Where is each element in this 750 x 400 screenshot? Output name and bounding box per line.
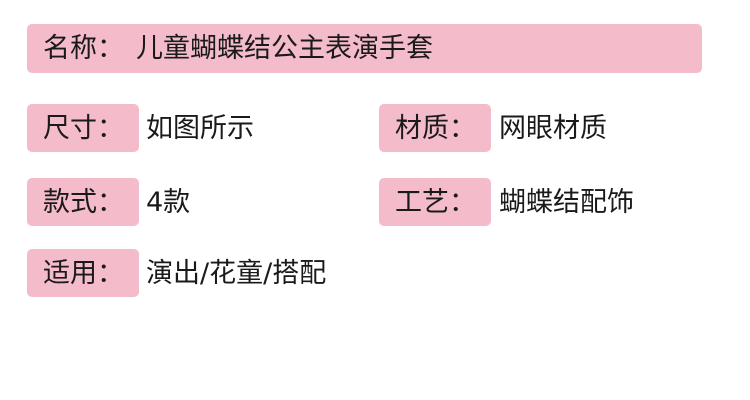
style-tag: 款式： bbox=[27, 178, 139, 226]
craft-label: 工艺： bbox=[395, 186, 476, 218]
craft-tag: 工艺： bbox=[379, 178, 491, 226]
material-label: 材质： bbox=[395, 112, 476, 144]
style-value: 4款 bbox=[146, 186, 191, 218]
usage-tag: 适用： bbox=[27, 249, 139, 297]
size-label: 尺寸： bbox=[43, 112, 124, 144]
size-value: 如图所示 bbox=[146, 112, 254, 144]
material-tag: 材质： bbox=[379, 104, 491, 152]
material-value: 网眼材质 bbox=[499, 112, 607, 144]
product-name-value: 儿童蝴蝶结公主表演手套 bbox=[136, 33, 433, 64]
craft-value: 蝴蝶结配饰 bbox=[499, 186, 634, 218]
style-label: 款式： bbox=[43, 186, 124, 218]
size-tag: 尺寸： bbox=[27, 104, 139, 152]
usage-value: 演出/花童/搭配 bbox=[146, 257, 327, 289]
usage-label: 适用： bbox=[43, 257, 124, 289]
product-name-bar: 名称： 儿童蝴蝶结公主表演手套 bbox=[27, 24, 702, 73]
product-name-label: 名称： bbox=[43, 33, 124, 64]
